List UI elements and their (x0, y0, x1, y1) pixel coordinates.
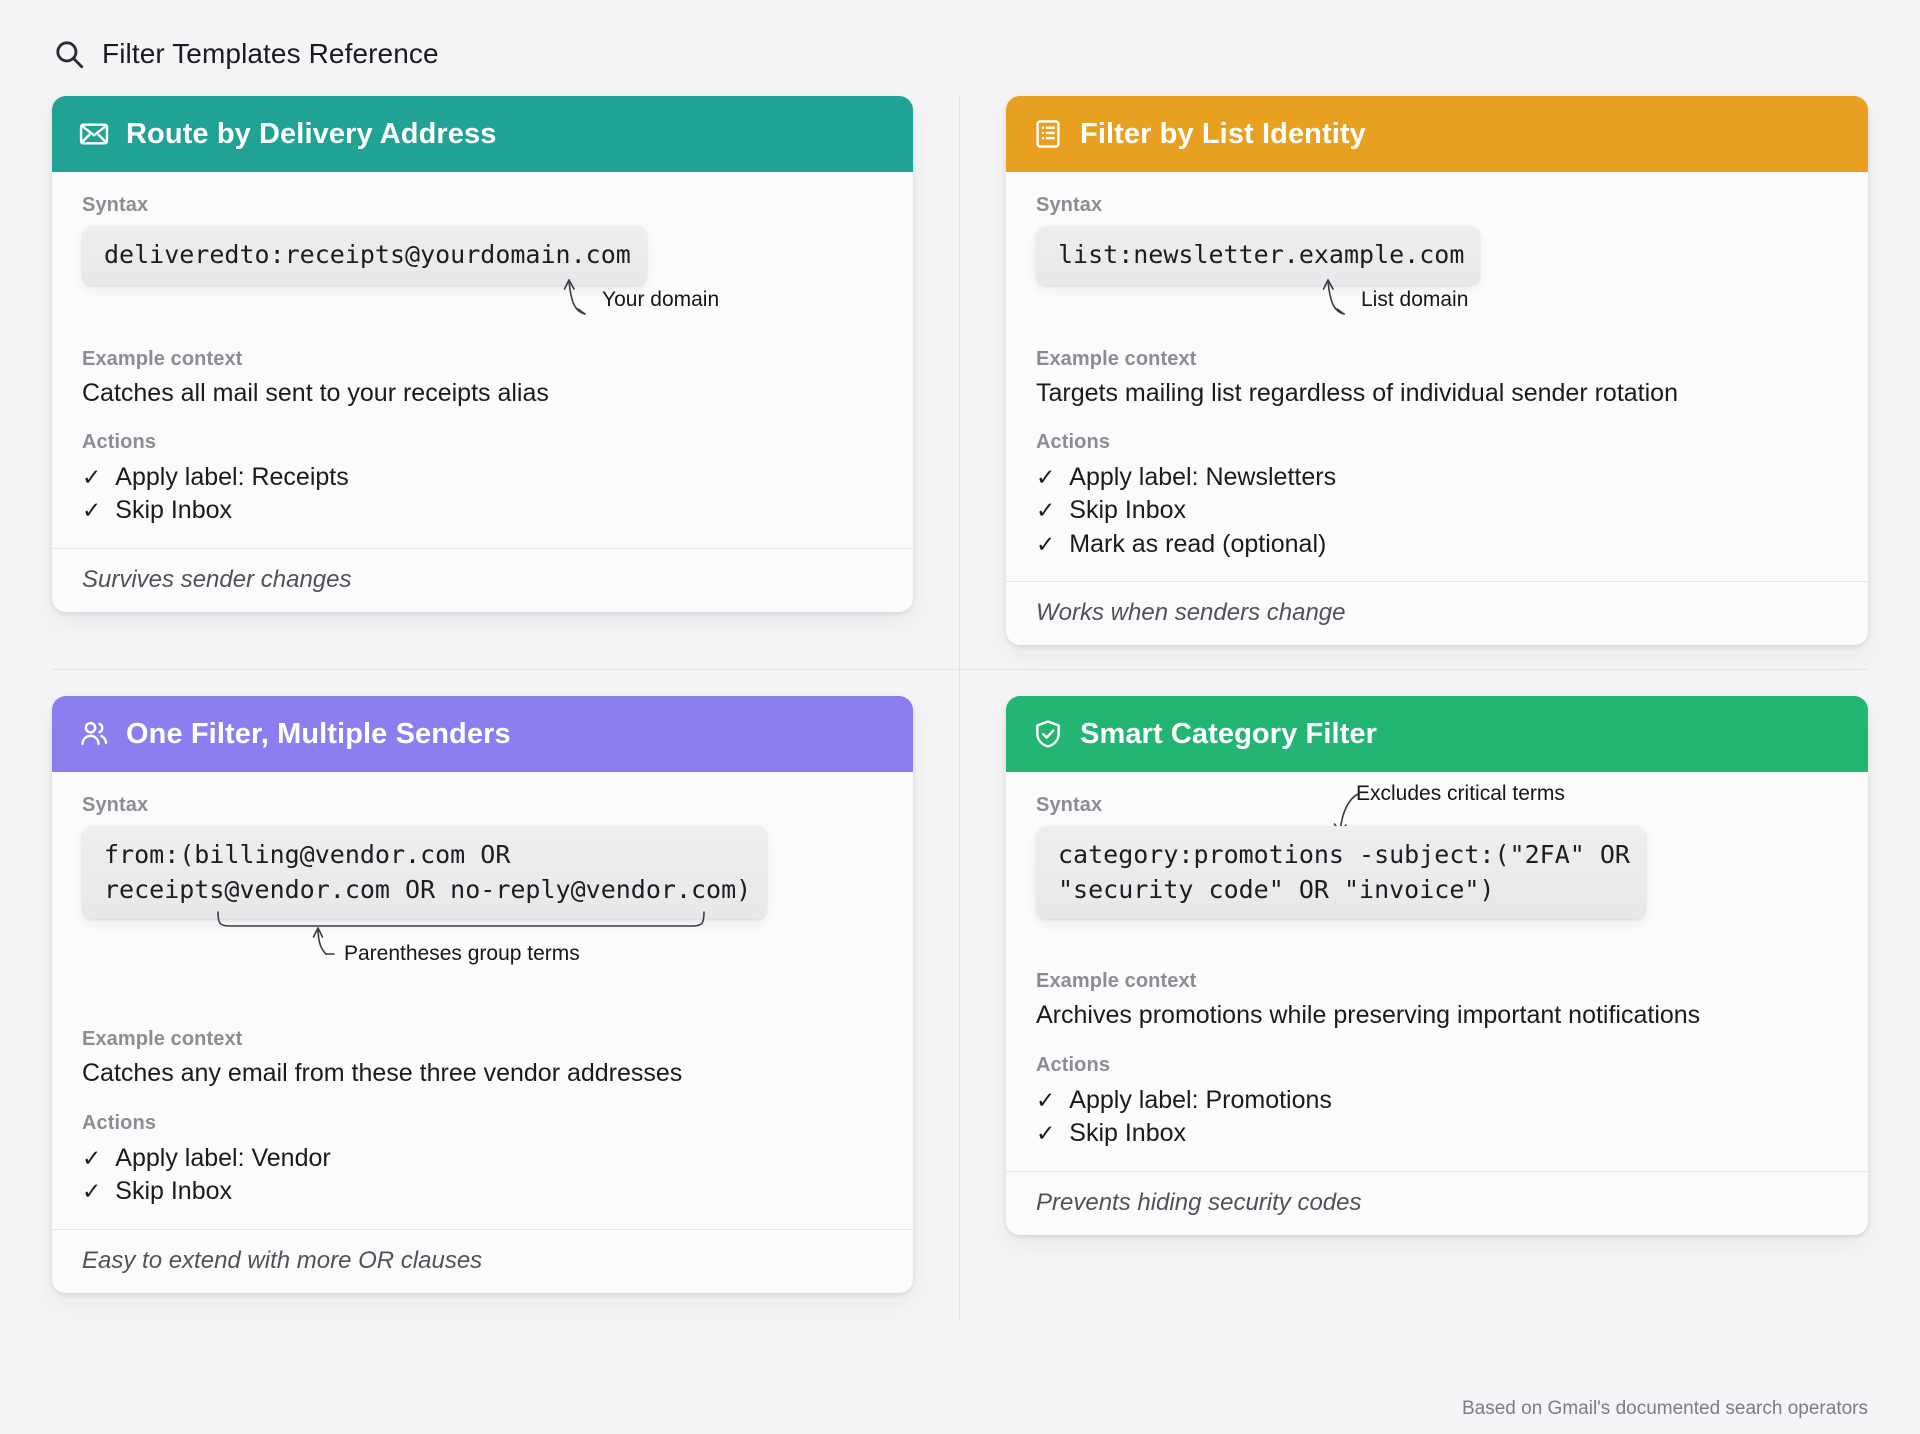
actions-label: Actions (82, 1111, 157, 1134)
check-icon: ✓ (82, 1178, 102, 1204)
syntax-label: Syntax (82, 194, 149, 216)
check-icon: ✓ (1036, 1120, 1056, 1146)
card-route-by-delivery-address[interactable]: Route by Delivery Address Syntax deliver… (52, 96, 913, 612)
grid-cell-4: Smart Category Filter Syntax Excludes cr… (960, 670, 1868, 1318)
syntax-block: list:newsletter.example.com List domain (1036, 226, 1838, 315)
action-item: ✓ Apply label: Receipts (82, 461, 883, 495)
cards-grid: Route by Delivery Address Syntax deliver… (52, 96, 1868, 1319)
card-body: Syntax Excludes critical terms category:… (1006, 772, 1868, 1154)
syntax-code[interactable]: category:promotions -subject:("2FA" OR "… (1036, 826, 1646, 920)
action-item: ✓ Apply label: Newsletters (1036, 461, 1838, 495)
syntax-block: deliveredto:receipts@yourdomain.com Your… (82, 226, 883, 315)
action-item: ✓ Apply label: Vendor (82, 1142, 883, 1176)
card-header: Route by Delivery Address (52, 96, 913, 172)
footnote: Based on Gmail's documented search opera… (1461, 1398, 1868, 1419)
actions-label: Actions (1036, 430, 1111, 453)
syntax-code[interactable]: deliveredto:receipts@yourdomain.com (82, 226, 647, 285)
actions-list: ✓ Apply label: Vendor ✓ Skip Inbox (82, 1142, 883, 1209)
context-text: Catches all mail sent to your receipts a… (82, 378, 549, 407)
action-label: Skip Inbox (1069, 496, 1187, 525)
context-label: Example context (82, 1028, 243, 1051)
check-icon: ✓ (1036, 1086, 1056, 1113)
action-item: ✓ Skip Inbox (82, 1175, 883, 1209)
actions-list: ✓ Apply label: Newsletters ✓ Skip Inbox … (1036, 461, 1838, 562)
check-icon: ✓ (82, 497, 102, 524)
action-item: ✓ Mark as read (optional) (1036, 528, 1838, 562)
card-body: Syntax list:newsletter.example.com List … (1006, 172, 1868, 565)
card-one-filter-multiple-senders[interactable]: One Filter, Multiple Senders Syntax from… (52, 696, 913, 1293)
syntax-label: Syntax (1036, 794, 1103, 817)
action-item: ✓ Apply label: Promotions (1036, 1084, 1838, 1118)
actions-list: ✓ Apply label: Receipts ✓ Skip Inbox (82, 461, 883, 528)
check-icon: ✓ (1036, 530, 1056, 557)
syntax-label: Syntax (82, 794, 149, 817)
card-footer: Easy to extend with more OR clauses (52, 1228, 913, 1293)
page-header: Filter Templates Reference (52, 26, 1868, 82)
action-label: Apply label: Vendor (115, 1143, 331, 1172)
shield-check-icon (1036, 720, 1060, 748)
card-body: Syntax deliveredto:receipts@yourdomain.c… (52, 172, 913, 532)
card-footer: Works when senders change (1006, 581, 1868, 645)
check-icon: ✓ (1036, 463, 1056, 490)
syntax-label: Syntax (1036, 194, 1103, 216)
grid-cell-1: Route by Delivery Address Syntax deliver… (52, 96, 960, 671)
check-icon: ✓ (82, 1144, 102, 1171)
card-header: Smart Category Filter (1006, 696, 1868, 773)
grid-cell-2: Filter by List Identity Syntax list:news… (960, 96, 1868, 671)
context-text: Archives promotions while preserving imp… (1036, 1001, 1701, 1030)
card-title: Route by Delivery Address (126, 117, 497, 150)
action-label: Mark as read (optional) (1069, 529, 1327, 558)
card-title: Filter by List Identity (1080, 117, 1366, 150)
users-icon (81, 722, 108, 746)
card-header: One Filter, Multiple Senders (52, 696, 913, 773)
card-footer: Survives sender changes (52, 547, 913, 612)
check-icon: ✓ (1036, 497, 1056, 524)
card-footer: Prevents hiding security codes (1006, 1170, 1868, 1235)
context-label: Example context (1036, 347, 1197, 370)
page-title: Filter Templates Reference (102, 38, 439, 69)
actions-label: Actions (1036, 1053, 1111, 1076)
syntax-block: Excludes critical terms category:promoti… (1036, 782, 1838, 924)
actions-list: ✓ Apply label: Promotions ✓ Skip Inbox (1036, 1084, 1838, 1151)
card-smart-category-filter[interactable]: Smart Category Filter Syntax Excludes cr… (1006, 696, 1868, 1235)
context-text: Targets mailing list regardless of indiv… (1036, 378, 1678, 407)
card-title: One Filter, Multiple Senders (126, 717, 511, 750)
action-label: Apply label: Promotions (1069, 1085, 1332, 1114)
action-item: ✓ Skip Inbox (1036, 494, 1838, 528)
envelope-icon (79, 123, 109, 145)
check-icon: ✓ (82, 463, 102, 490)
action-label: Skip Inbox (115, 1177, 233, 1205)
action-label: Skip Inbox (115, 496, 233, 525)
action-item: ✓ Skip Inbox (1036, 1117, 1838, 1151)
card-title: Smart Category Filter (1080, 717, 1378, 750)
actions-label: Actions (82, 430, 157, 453)
grid-cell-3: One Filter, Multiple Senders Syntax from… (52, 670, 960, 1319)
syntax-block: from:(billing@vendor.com OR receipts@ven… (82, 826, 883, 965)
syntax-code[interactable]: from:(billing@vendor.com OR receipts@ven… (82, 826, 768, 920)
card-body: Syntax from:(billing@vendor.com OR recei… (52, 772, 913, 1212)
syntax-code[interactable]: list:newsletter.example.com (1036, 226, 1481, 285)
card-filter-by-list-identity[interactable]: Filter by List Identity Syntax list:news… (1006, 96, 1868, 646)
action-label: Skip Inbox (1069, 1119, 1187, 1147)
search-icon (56, 41, 84, 69)
context-text: Catches any email from these three vendo… (82, 1059, 683, 1088)
card-header: Filter by List Identity (1006, 96, 1868, 172)
list-document-icon (1036, 120, 1060, 148)
action-item: ✓ Skip Inbox (82, 494, 883, 528)
action-label: Apply label: Receipts (115, 462, 349, 491)
action-label: Apply label: Newsletters (1069, 462, 1337, 491)
context-label: Example context (82, 347, 243, 370)
context-label: Example context (1036, 970, 1197, 993)
